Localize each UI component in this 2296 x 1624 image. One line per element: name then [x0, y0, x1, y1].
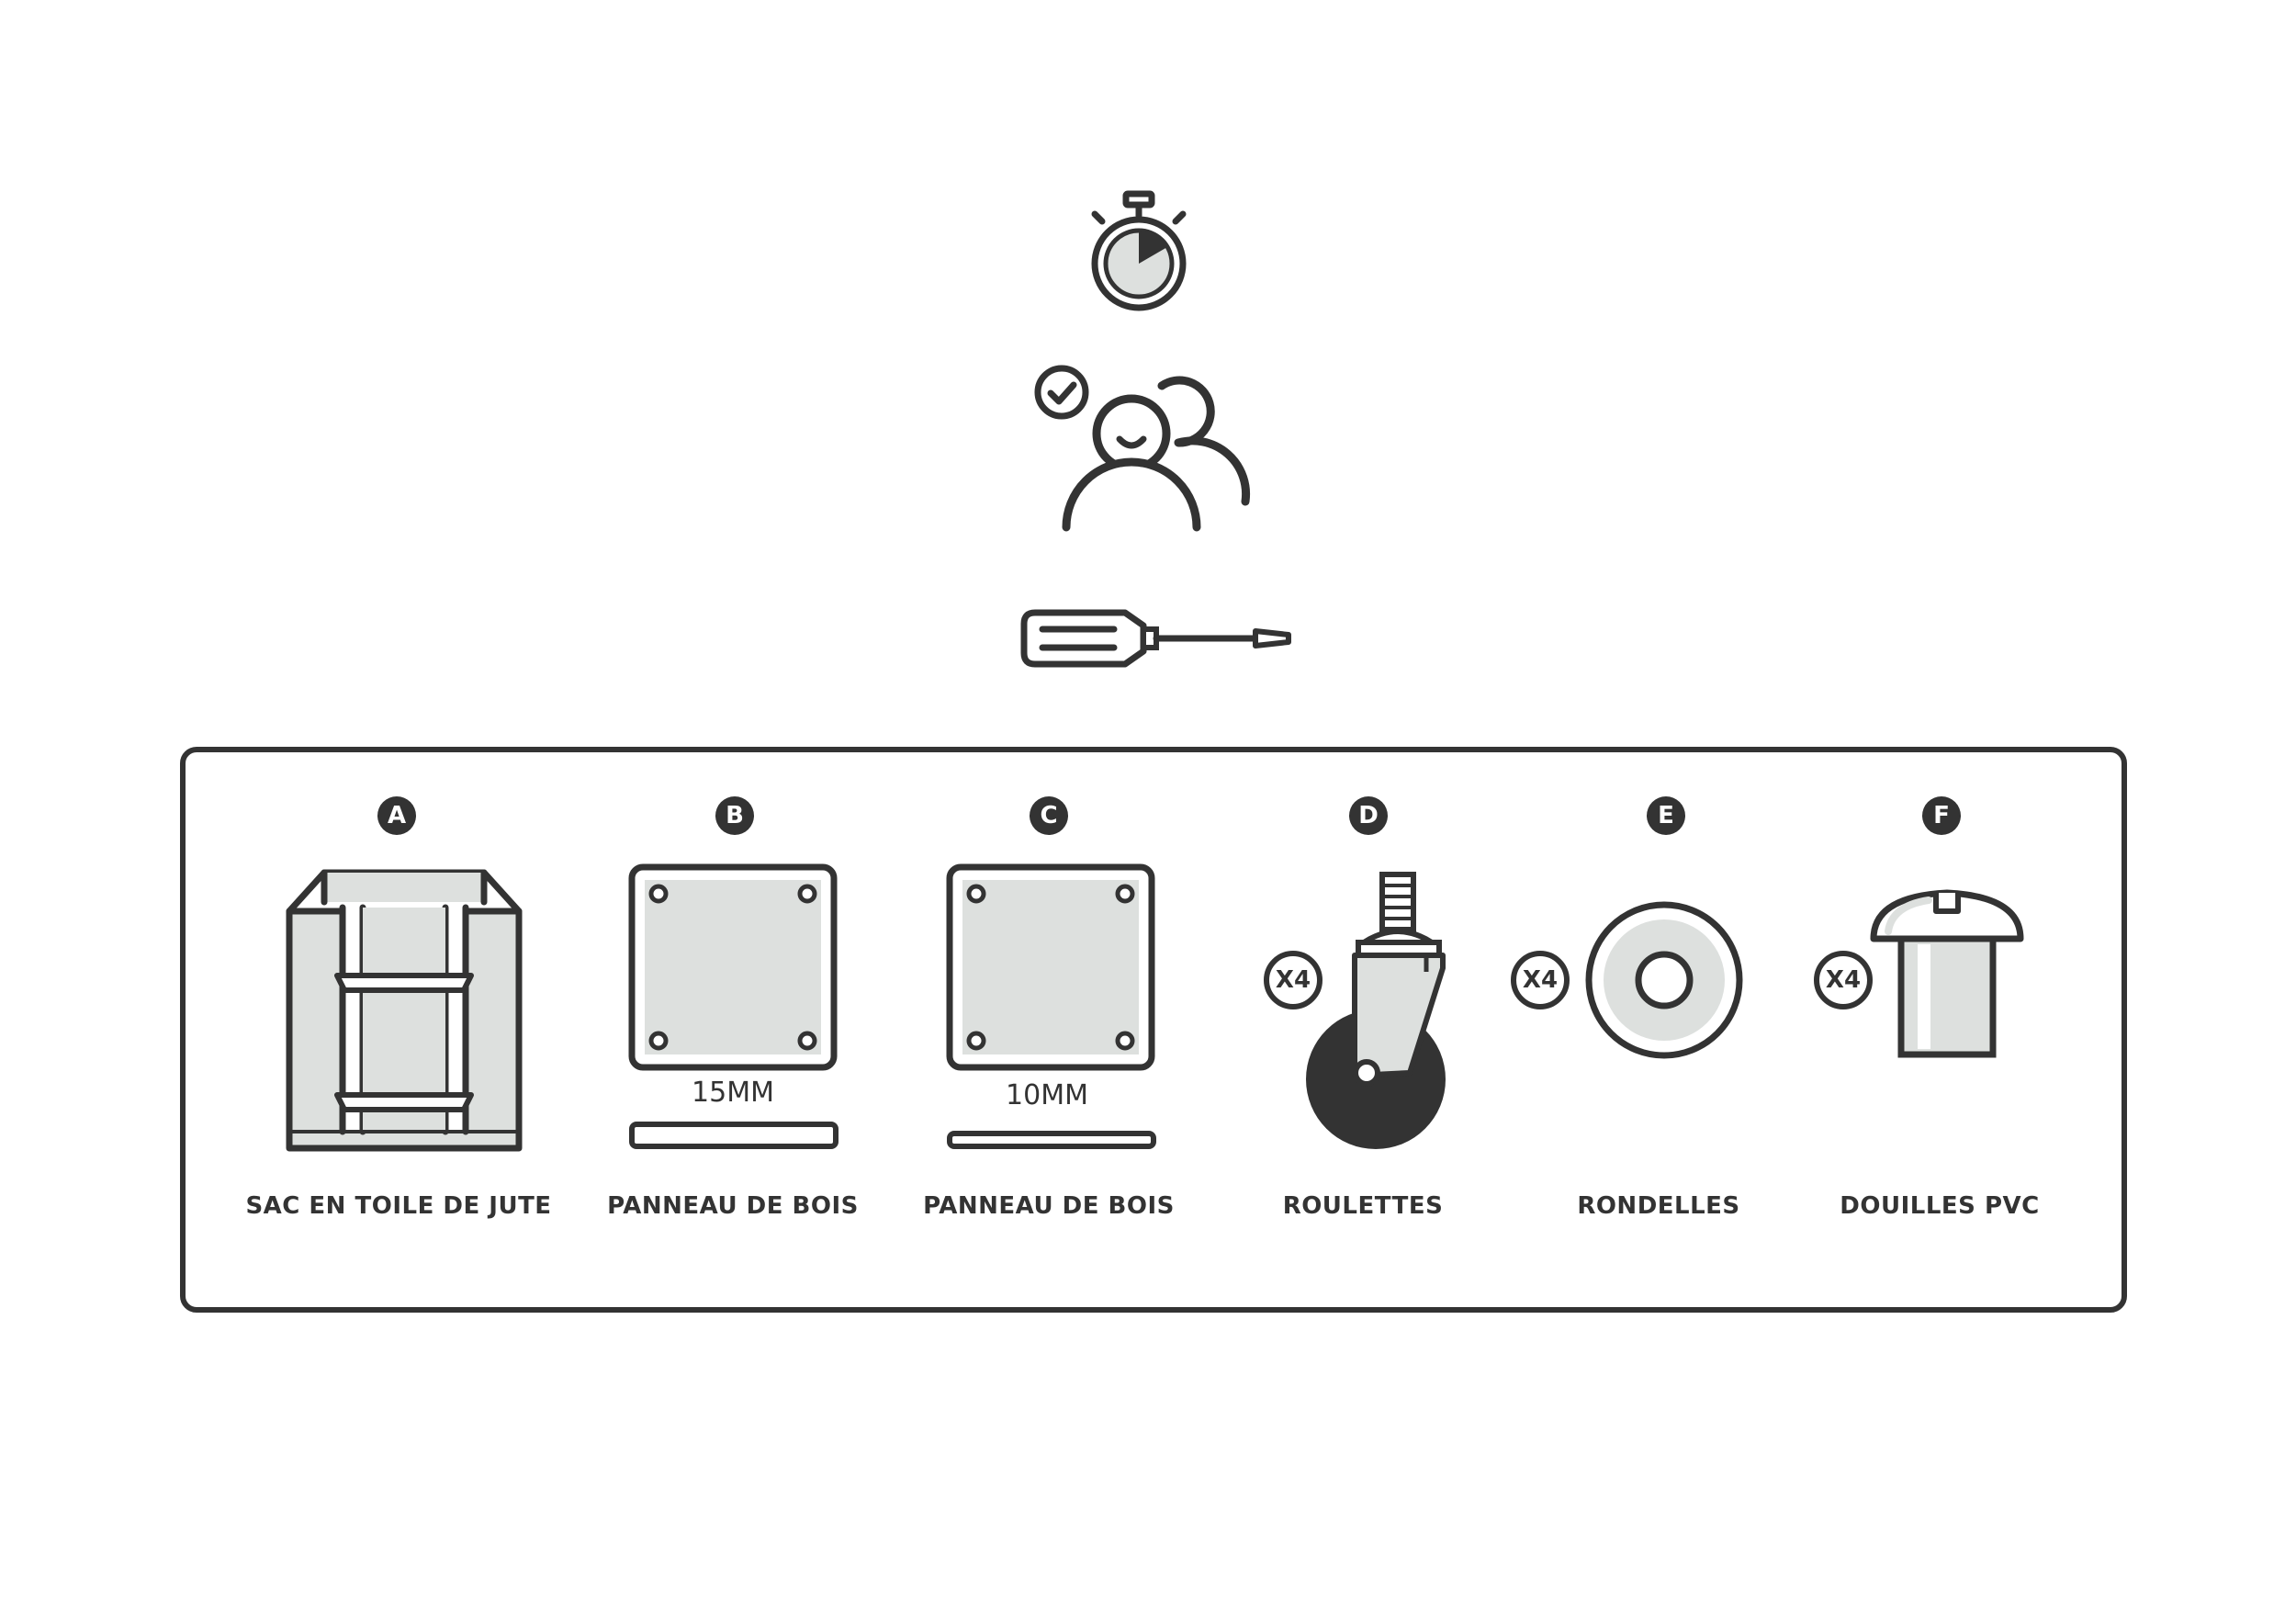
part-label-d: ROULETTES — [1282, 1192, 1444, 1220]
wood-panel-10mm-illustration — [946, 863, 1155, 1071]
part-label-f: DOUILLES PVC — [1840, 1192, 2040, 1220]
part-label-b: PANNEAU DE BOIS — [607, 1192, 859, 1220]
parts-panel — [180, 747, 2127, 1313]
part-label-e: RONDELLES — [1577, 1192, 1740, 1220]
thickness-label-b: 15MM — [692, 1077, 774, 1109]
jute-bag-illustration — [286, 869, 523, 1152]
quantity-badge-e: X4 — [1511, 951, 1570, 1009]
part-letter-a: A — [377, 796, 416, 835]
part-label-a: SAC EN TOILE DE JUTE — [245, 1192, 552, 1220]
quantity-badge-f: X4 — [1814, 951, 1873, 1009]
part-letter-b: B — [715, 796, 754, 835]
stopwatch-icon — [1091, 190, 1187, 311]
two-persons-icon — [1034, 365, 1251, 532]
thickness-label-c: 10MM — [1006, 1079, 1088, 1111]
pvc-sleeve-illustration — [1870, 889, 2024, 1058]
part-letter-c: C — [1030, 796, 1068, 835]
wood-panel-15mm-edge — [629, 1122, 838, 1149]
part-letter-d: D — [1349, 796, 1388, 835]
wood-panel-10mm-edge — [947, 1131, 1156, 1149]
caster-wheel-illustration — [1306, 872, 1446, 1149]
screwdriver-icon — [1020, 609, 1291, 668]
part-label-c: PANNEAU DE BOIS — [923, 1192, 1175, 1220]
wood-panel-15mm-illustration — [628, 863, 838, 1071]
washer-illustration — [1585, 901, 1743, 1059]
quantity-badge-d: X4 — [1264, 951, 1322, 1009]
part-letter-e: E — [1647, 796, 1685, 835]
part-letter-f: F — [1922, 796, 1961, 835]
